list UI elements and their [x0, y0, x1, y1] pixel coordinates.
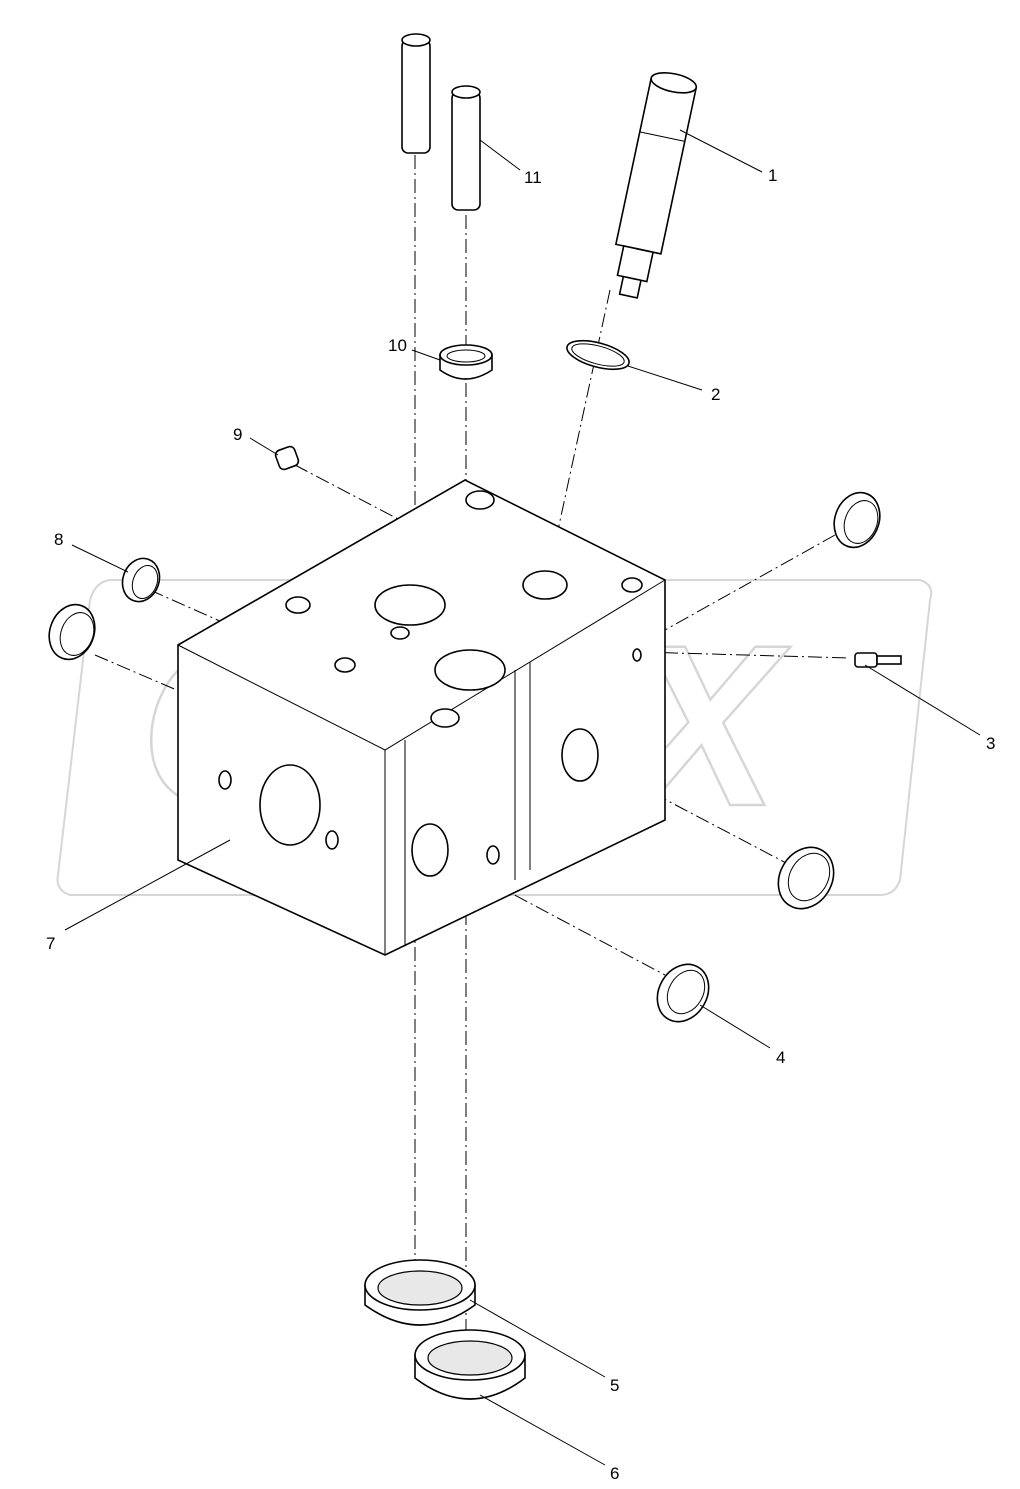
- callout-4: 4: [776, 1048, 785, 1067]
- part-4-seal-ring: [656, 963, 710, 1023]
- part-2-o-ring: [566, 339, 630, 371]
- callout-11: 11: [524, 168, 542, 187]
- callout-8: 8: [54, 530, 63, 549]
- part-7-cylinder-head: [177, 479, 666, 956]
- callout-10: 10: [388, 336, 407, 355]
- callout-labels: 1 2 3 4 5 6 7 8 9 10 11: [46, 166, 995, 1483]
- part-10-valve-seat: [439, 344, 493, 380]
- callout-1: 1: [768, 166, 777, 185]
- callout-7: 7: [46, 934, 55, 953]
- part-9-plug: [274, 445, 300, 471]
- part-3-fitting: [854, 652, 902, 668]
- part-expansion-plug-right: [833, 491, 881, 549]
- leader-lines: [64, 129, 981, 1466]
- callout-5: 5: [610, 1376, 619, 1395]
- callout-6: 6: [610, 1464, 619, 1483]
- part-6-valve-seat-insert: [414, 1329, 526, 1400]
- part-1-injector-sleeve: [614, 71, 698, 299]
- part-valve-guide-long: [401, 33, 431, 154]
- part-8-expansion-plug: [121, 557, 161, 603]
- callout-2: 2: [711, 385, 720, 404]
- part-seal-ring-large: [777, 846, 835, 910]
- part-5-valve-seat-insert: [364, 1259, 476, 1326]
- callout-3: 3: [986, 734, 995, 753]
- part-11-valve-guide: [451, 85, 481, 211]
- part-expansion-plug-left: [48, 603, 96, 661]
- callout-9: 9: [233, 425, 242, 444]
